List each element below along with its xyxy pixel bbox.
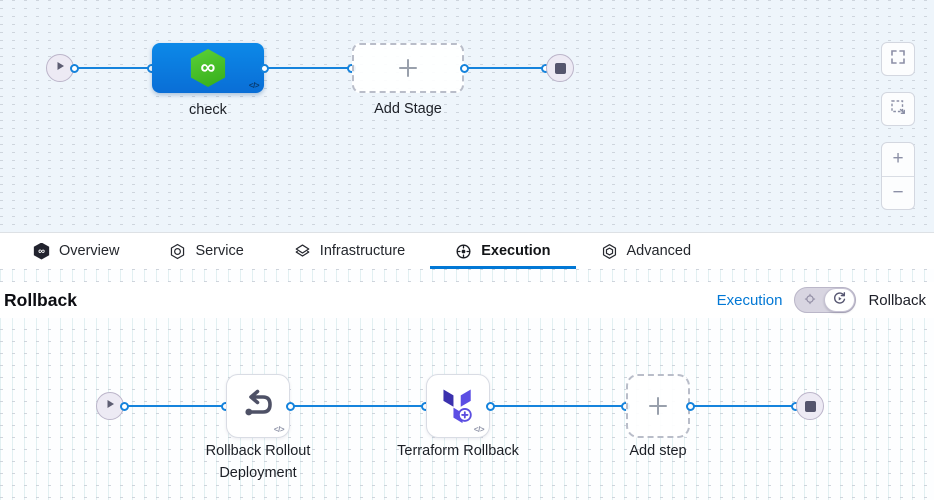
- plus-icon: [399, 59, 417, 77]
- add-stage-label: Add Stage: [374, 101, 442, 117]
- harness-logo-icon: ∞: [190, 49, 226, 87]
- stop-icon: [804, 400, 816, 412]
- step-node-terraform-rollback[interactable]: </>: [426, 374, 490, 438]
- add-step-label: Add step: [629, 443, 687, 459]
- edge-endpoint: [70, 63, 79, 73]
- tab-execution[interactable]: Execution: [430, 233, 576, 269]
- plus-icon: [649, 397, 667, 415]
- tab-infrastructure[interactable]: Infrastructure: [269, 233, 430, 269]
- execution-link[interactable]: Execution: [716, 291, 783, 309]
- rollback-undo-icon: [238, 384, 278, 429]
- stage-config-tabs: ∞ Overview Service Infrastructure: [0, 232, 934, 269]
- stage-canvas[interactable]: ∞ </> check Add Stage: [0, 0, 934, 232]
- terraform-icon: [438, 384, 478, 429]
- code-icon: </>: [273, 425, 285, 434]
- edge-endpoint: [686, 401, 695, 411]
- execution-icon: [455, 243, 472, 260]
- edge-add-to-end: [686, 401, 800, 411]
- rollback-heading: Rollback: [4, 289, 77, 310]
- tab-label: Infrastructure: [319, 243, 406, 259]
- stop-icon: [554, 62, 566, 74]
- rollback-start-node[interactable]: [96, 392, 124, 420]
- service-icon: [169, 243, 186, 260]
- edge-start-to-step1: [120, 401, 230, 411]
- toggle-rollback-segment[interactable]: [824, 288, 856, 312]
- edge-add-to-end: [460, 63, 550, 73]
- tab-label: Overview: [59, 243, 120, 259]
- edge-stage-to-add: [260, 63, 356, 73]
- stage-node-check[interactable]: ∞ </>: [152, 43, 264, 93]
- tab-advanced[interactable]: Advanced: [576, 233, 717, 269]
- plus-icon: +: [892, 148, 904, 170]
- edge-endpoint: [260, 63, 269, 73]
- zoom-in-button[interactable]: +: [882, 143, 914, 177]
- edge-endpoint: [486, 401, 495, 411]
- marquee-select-icon: [889, 98, 907, 121]
- zoom-out-button[interactable]: −: [882, 177, 914, 210]
- stage-label: check: [189, 102, 227, 118]
- edge-endpoint: [286, 401, 295, 411]
- tab-overview[interactable]: ∞ Overview: [8, 233, 144, 269]
- edge-step1-to-step2: [286, 401, 430, 411]
- fullscreen-icon: [889, 48, 907, 71]
- advanced-icon: [601, 243, 618, 260]
- add-stage-button[interactable]: [352, 43, 464, 93]
- rollback-steps-canvas[interactable]: Rollback Execution: [0, 269, 934, 500]
- play-icon: [54, 59, 66, 77]
- code-icon: </>: [473, 425, 485, 434]
- execution-rollback-switch: Execution: [717, 287, 926, 313]
- tab-service[interactable]: Service: [144, 233, 268, 269]
- rollback-toggle-label: Rollback: [868, 291, 926, 309]
- tab-label: Service: [195, 243, 244, 259]
- edge-step2-to-add: [486, 401, 630, 411]
- step-label: Terraform Rollback: [397, 443, 519, 459]
- rollback-end-node[interactable]: [796, 392, 824, 420]
- code-icon: </>: [248, 81, 260, 90]
- harness-logo-icon: ∞: [33, 242, 50, 260]
- zoom-controls: + −: [881, 142, 915, 210]
- minus-icon: −: [892, 181, 904, 203]
- tab-label: Execution: [481, 243, 551, 259]
- step-node-rollback-rollout[interactable]: </>: [226, 374, 290, 438]
- edge-endpoint: [460, 63, 469, 73]
- toggle-execution-segment[interactable]: [795, 288, 824, 312]
- infrastructure-icon: [294, 243, 311, 260]
- fullscreen-button[interactable]: [881, 42, 915, 76]
- rollback-circular-arrow-icon: [832, 291, 847, 310]
- step-label: Rollback Rollout Deployment: [205, 443, 311, 481]
- play-icon: [104, 397, 116, 415]
- edge-start-to-stage: [70, 63, 156, 73]
- gear-icon: [804, 292, 816, 309]
- pipeline-end-node[interactable]: [546, 54, 574, 82]
- select-area-button[interactable]: [881, 92, 915, 126]
- add-step-button[interactable]: [626, 374, 690, 438]
- execution-rollback-toggle[interactable]: [794, 287, 857, 313]
- rollback-panel-header: Rollback Execution: [0, 282, 934, 318]
- tab-label: Advanced: [626, 243, 692, 259]
- edge-endpoint: [120, 401, 129, 411]
- pipeline-start-node[interactable]: [46, 54, 74, 82]
